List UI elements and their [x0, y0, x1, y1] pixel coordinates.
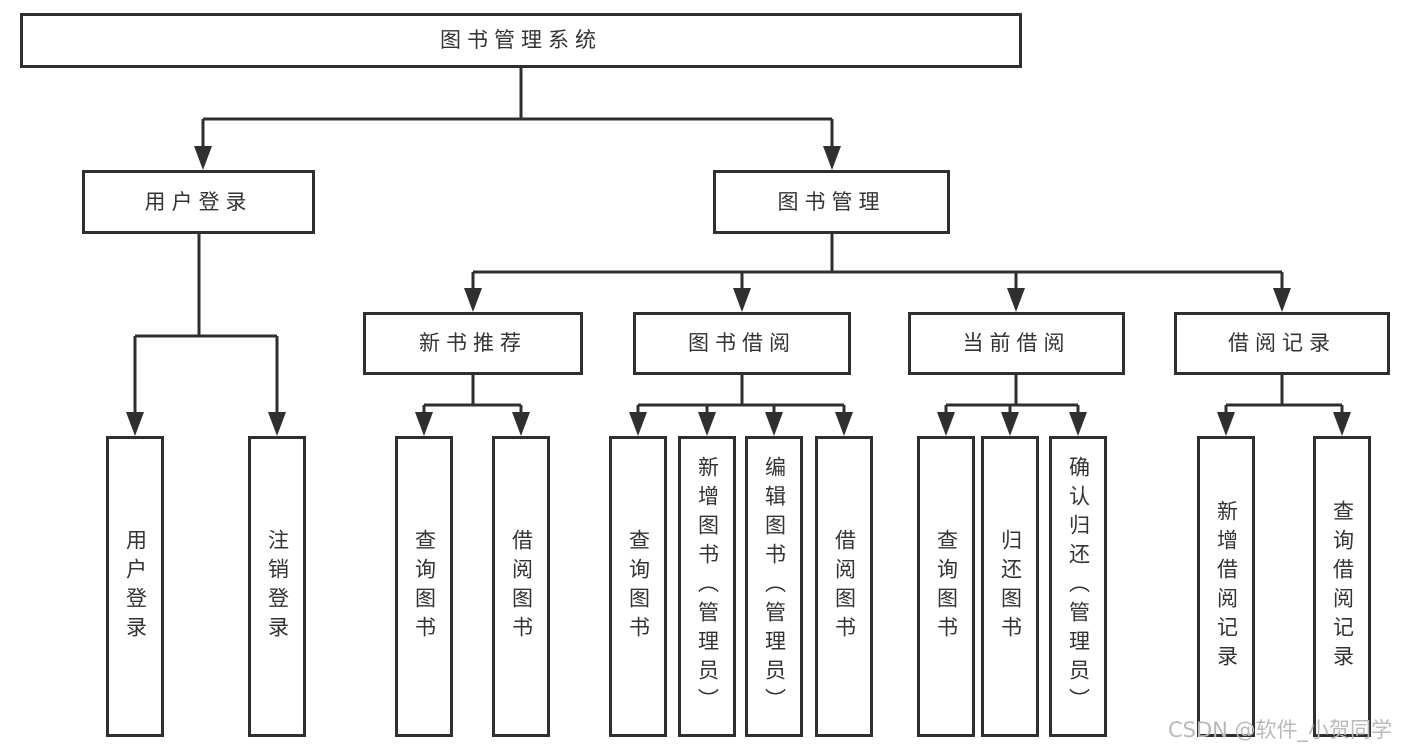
- leaf-current-return-books: 归还图书: [981, 436, 1039, 737]
- node-book-management-label: 图书管理: [777, 189, 886, 214]
- leaf-rec-borrow-books: 借阅图书: [492, 436, 550, 737]
- arrowhead-bor-borrow: [835, 412, 853, 436]
- leaf-current-return-books-label: 归还图书: [998, 528, 1023, 645]
- node-book-borrow-label: 图书借阅: [688, 331, 796, 355]
- leaf-current-query-books: 查询图书: [917, 436, 975, 737]
- arrowhead-recs-add: [1217, 412, 1235, 436]
- leaf-logout-label: 注销登录: [265, 528, 290, 645]
- node-borrow-records: 借阅记录: [1174, 312, 1390, 375]
- node-new-book-recommend: 新书推荐: [363, 312, 583, 375]
- arrowhead-login: [194, 146, 212, 170]
- leaf-current-confirm-return-admin-label: 确认归还（管理员）: [1066, 456, 1091, 717]
- leaf-borrow-edit-books-admin: 编辑图书（管理员）: [745, 436, 803, 737]
- node-root-label: 图书管理系统: [440, 28, 602, 52]
- edge-current-to-leaves: [944, 375, 1080, 416]
- leaf-user-login-label: 用户登录: [123, 528, 148, 645]
- leaf-borrow-add-books-admin: 新增图书（管理员）: [678, 436, 736, 737]
- node-book-management: 图书管理: [713, 170, 950, 234]
- leaf-user-login: 用户登录: [106, 436, 164, 737]
- leaf-records-add-record-label: 新增借阅记录: [1214, 499, 1239, 674]
- edge-root-to-level2: [201, 68, 834, 150]
- leaf-rec-query-books: 查询图书: [395, 436, 453, 737]
- arrowhead-cur-return: [1001, 412, 1019, 436]
- leaf-current-confirm-return-admin: 确认归还（管理员）: [1049, 436, 1107, 737]
- leaf-rec-query-books-label: 查询图书: [412, 528, 437, 645]
- arrowhead-cur-confirm: [1069, 412, 1087, 436]
- node-book-borrow: 图书借阅: [633, 312, 851, 375]
- edge-records-to-leaves: [1224, 375, 1344, 416]
- arrowhead-mgmt: [823, 146, 841, 170]
- node-current-borrow-label: 当前借阅: [962, 331, 1071, 355]
- edge-borrow-to-leaves: [636, 375, 846, 416]
- arrowhead-current: [1007, 288, 1025, 312]
- node-root: 图书管理系统: [20, 13, 1022, 68]
- arrowhead-bor-add: [698, 412, 716, 436]
- arrowhead-cur-query: [937, 412, 955, 436]
- leaf-rec-borrow-books-label: 借阅图书: [509, 528, 534, 645]
- node-user-login: 用户登录: [82, 170, 315, 234]
- edge-mgmt-to-level3: [471, 234, 1284, 292]
- arrowhead-leaf-logout: [268, 412, 286, 436]
- edge-login-to-leaves: [133, 234, 279, 416]
- node-user-login-label: 用户登录: [144, 189, 253, 214]
- arrowhead-rec-query: [415, 412, 433, 436]
- edge-rec-to-leaves: [422, 375, 523, 416]
- arrowhead-leaf-user-login: [126, 412, 144, 436]
- csdn-watermark: CSDN @软件_小贺同学: [1168, 718, 1393, 742]
- leaf-records-add-record: 新增借阅记录: [1197, 436, 1255, 737]
- node-borrow-records-label: 借阅记录: [1228, 331, 1336, 355]
- leaf-records-query-record-label: 查询借阅记录: [1330, 499, 1355, 674]
- arrowhead-borrow: [733, 288, 751, 312]
- arrowhead-records: [1273, 288, 1291, 312]
- leaf-current-query-books-label: 查询图书: [934, 528, 959, 645]
- node-current-borrow: 当前借阅: [908, 312, 1125, 375]
- leaf-borrow-query-books: 查询图书: [609, 436, 667, 737]
- arrowhead-rec-borrow: [512, 412, 530, 436]
- arrowhead-rec: [464, 288, 482, 312]
- leaf-records-query-record: 查询借阅记录: [1313, 436, 1371, 737]
- arrowhead-bor-edit: [765, 412, 783, 436]
- leaf-logout: 注销登录: [248, 436, 306, 737]
- leaf-borrow-query-books-label: 查询图书: [626, 528, 651, 645]
- leaf-borrow-edit-books-admin-label: 编辑图书（管理员）: [762, 456, 787, 717]
- node-new-book-recommend-label: 新书推荐: [419, 331, 527, 355]
- arrowhead-bor-query: [629, 412, 647, 436]
- leaf-borrow-borrow-books-label: 借阅图书: [832, 528, 857, 645]
- leaf-borrow-add-books-admin-label: 新增图书（管理员）: [695, 456, 720, 717]
- arrowhead-recs-query: [1333, 412, 1351, 436]
- leaf-borrow-borrow-books: 借阅图书: [815, 436, 873, 737]
